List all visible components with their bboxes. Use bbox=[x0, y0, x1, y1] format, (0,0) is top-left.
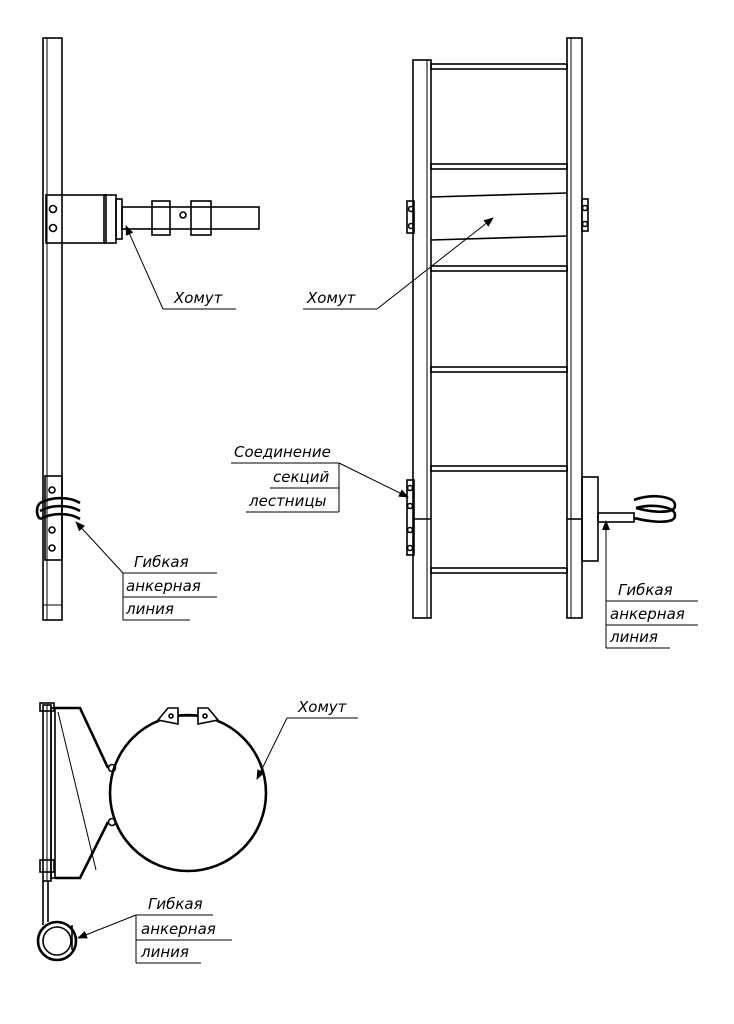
plan-anchor-coil bbox=[36, 881, 78, 962]
side-clamp-label: Хомут bbox=[173, 289, 224, 307]
plan-clamp-callout: Хомут bbox=[256, 698, 358, 780]
front-anchor-callout: Гибкая анкерная линия bbox=[602, 520, 698, 649]
plan-view bbox=[36, 702, 268, 962]
plan-anchor-label-line3: линия bbox=[140, 943, 189, 961]
front-clamp-callout: Хомут bbox=[303, 217, 494, 310]
joint-callout: Соединение секций лестницы bbox=[231, 443, 409, 513]
front-right-rail bbox=[566, 37, 583, 619]
plan-clamp-label: Хомут bbox=[297, 698, 348, 716]
side-anchor-label-line3: линия bbox=[125, 600, 174, 618]
front-anchor-coil bbox=[633, 494, 677, 524]
plan-anchor-label-line2: анкерная bbox=[141, 920, 216, 938]
front-left-rail bbox=[412, 59, 432, 619]
side-bracket-plate bbox=[45, 194, 107, 244]
joint-label-line3: лестницы bbox=[248, 492, 327, 510]
plan-anchor-label-line1: Гибкая bbox=[148, 895, 203, 913]
side-rail bbox=[42, 37, 63, 621]
side-anchor-coil bbox=[35, 496, 81, 521]
front-view bbox=[406, 37, 677, 619]
front-clamp-label: Хомут bbox=[306, 289, 357, 307]
side-anchor-callout: Гибкая анкерная линия bbox=[75, 521, 217, 621]
side-clamp-callout: Хомут bbox=[125, 225, 236, 310]
plan-bracket-lower bbox=[55, 821, 110, 880]
plan-bracket-upper bbox=[55, 706, 110, 769]
joint-label-line1: Соединение bbox=[234, 443, 331, 461]
plan-anchor-callout: Гибкая анкерная линия bbox=[77, 895, 232, 964]
plan-clamp-ring bbox=[108, 713, 268, 873]
joint-label-line2: секций bbox=[273, 468, 329, 486]
front-rungs bbox=[430, 63, 568, 574]
front-anchor-label-line2: анкерная bbox=[610, 605, 685, 623]
front-anchor-label-line3: линия bbox=[609, 628, 658, 646]
side-view bbox=[35, 37, 260, 621]
side-anchor-label-line2: анкерная bbox=[126, 577, 201, 595]
side-anchor-label-line1: Гибкая bbox=[134, 553, 189, 571]
front-anchor-label-line1: Гибкая bbox=[618, 581, 673, 599]
